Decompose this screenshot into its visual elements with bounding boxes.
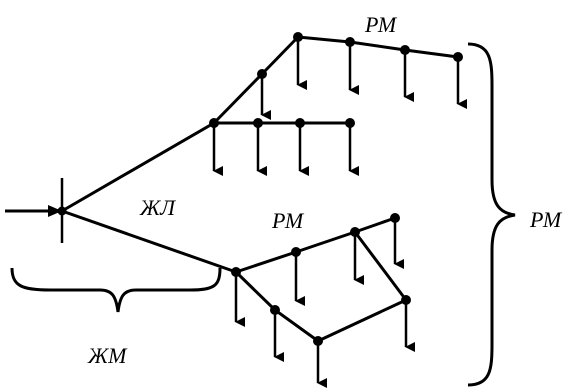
- label-rm-right: РМ: [529, 207, 563, 232]
- upper-network-diagonal: [212, 35, 300, 125]
- junction-node: [231, 267, 241, 277]
- junction-node: [253, 118, 263, 128]
- junction-node: [453, 52, 463, 62]
- feeder-line-upper: [61, 121, 215, 213]
- feeder-line-lower: [61, 209, 237, 274]
- upper-network-top-line: [297, 35, 459, 59]
- input-arrowhead: [48, 205, 62, 217]
- junction-node: [313, 336, 323, 346]
- label-zhm: ЖМ: [87, 343, 128, 368]
- junction-node: [209, 118, 219, 128]
- junction-nodes: [209, 32, 463, 346]
- junction-node: [401, 295, 411, 305]
- junction-node: [390, 213, 400, 223]
- bottom-curly-brace: [10, 267, 222, 313]
- junction-node: [257, 69, 267, 79]
- junction-node: [293, 32, 303, 42]
- label-rm-middle: РМ: [271, 208, 305, 233]
- junction-node: [295, 118, 305, 128]
- junction-node: [291, 247, 301, 257]
- junction-node: [345, 118, 355, 128]
- junction-node: [345, 37, 355, 47]
- junction-node: [350, 227, 360, 237]
- junction-node: [270, 305, 280, 315]
- lower-network-upper-line: [235, 216, 396, 274]
- label-rm-top: РМ: [364, 12, 398, 37]
- load-arrows: [212, 37, 467, 388]
- junction-node: [400, 45, 410, 55]
- lower-network-lower-line: [234, 231, 409, 343]
- label-zhl: ЖЛ: [139, 195, 176, 220]
- right-curly-brace: [467, 42, 516, 387]
